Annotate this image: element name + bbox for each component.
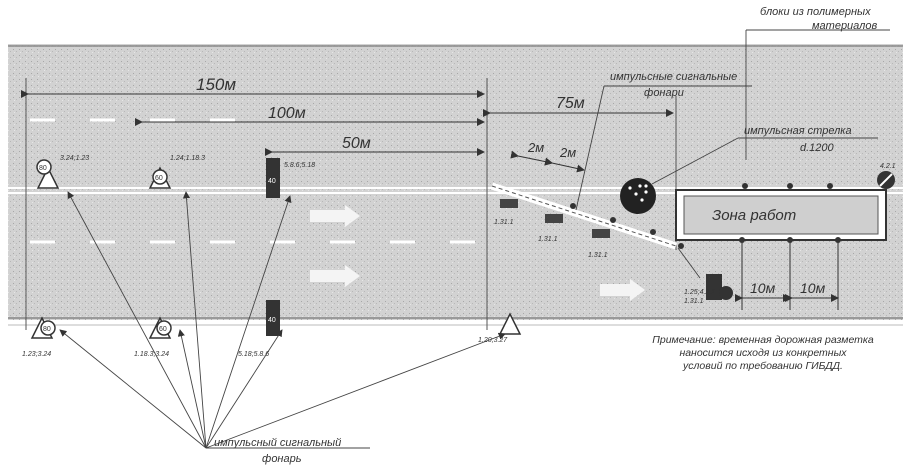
dimension-lines xyxy=(21,90,839,310)
svg-text:1.18.3;3.24: 1.18.3;3.24 xyxy=(134,351,169,358)
road-surface xyxy=(8,44,903,320)
svg-text:1.20;3.27: 1.20;3.27 xyxy=(478,337,508,344)
dim-10a: 10м xyxy=(750,280,776,296)
blocks-label-1: блоки из полимерных xyxy=(760,6,871,18)
sign-group-top-2: 60 1.24;1.18.3 xyxy=(148,155,205,189)
svg-text:5.18;5.8.6: 5.18;5.8.6 xyxy=(238,351,269,358)
svg-text:40: 40 xyxy=(268,178,276,185)
impulse-lamps-label-2: фонари xyxy=(644,87,684,99)
taper-barrier xyxy=(490,182,678,250)
impulse-arrow-label-1: импульсная стрелка xyxy=(744,125,852,137)
dim-10b: 10м xyxy=(800,280,826,296)
work-zone xyxy=(683,195,879,235)
svg-text:80: 80 xyxy=(39,165,47,172)
sign-group-bottom-2: 60 1.18.3;3.24 xyxy=(134,316,172,358)
sign-code-mid-left: 1.31.1 xyxy=(494,219,514,226)
svg-text:40: 40 xyxy=(268,317,276,324)
dim-2a: 2м xyxy=(527,140,544,155)
blocks-label-2: материалов xyxy=(812,20,877,32)
leader-impulse-arrow xyxy=(651,137,739,185)
traffic-arrows xyxy=(310,205,645,301)
note-block: Примечание: временная дорожная разметка … xyxy=(618,334,907,373)
svg-text:80: 80 xyxy=(43,326,51,333)
sign-code-right: 4.2.1 xyxy=(880,163,896,170)
sign-code-bottom-right2: 1.31.1 xyxy=(684,298,704,305)
impulse-lamps-label-1: импульсные сигнальные xyxy=(610,71,737,83)
impulse-arrow-label-2: d.1200 xyxy=(800,142,835,154)
dim-50: 50м xyxy=(342,135,371,152)
note-line-2: наносится исходя из конкретных xyxy=(679,347,847,359)
work-zone-lamps xyxy=(678,183,841,249)
svg-text:5.8.6;5.18: 5.8.6;5.18 xyxy=(284,162,315,169)
chevron-sign-bottom xyxy=(706,274,722,300)
dim-2b: 2м xyxy=(559,145,576,160)
impulse-arrow-dots xyxy=(628,184,648,202)
keep-right-sign-bottom xyxy=(719,286,733,300)
sign-group-bottom-4: 1.20;3.27 xyxy=(478,312,522,344)
sign-group-top-3: 40 5.8.6;5.18 xyxy=(266,158,315,198)
leader-bottom-lamp xyxy=(677,247,701,279)
leader-lines-lamps xyxy=(59,191,506,449)
note-line-1: Примечание: временная дорожная разметка xyxy=(652,334,874,346)
svg-text:1.24;1.18.3: 1.24;1.18.3 xyxy=(170,155,205,162)
lane-dashes-top xyxy=(30,118,475,244)
work-zone-label: Зона работ xyxy=(712,207,796,224)
sign-code-mid-2: 1.31.1 xyxy=(538,236,558,243)
sign-group-bottom-1: 80 1.23;3.24 xyxy=(22,316,56,358)
svg-text:1.23;3.24: 1.23;3.24 xyxy=(22,351,51,358)
dim-150: 150м xyxy=(196,75,236,94)
note-line-3: условий по требованию ГИБДД. xyxy=(683,360,843,372)
svg-text:60: 60 xyxy=(159,326,167,333)
svg-text:3.24;1.23: 3.24;1.23 xyxy=(60,155,89,162)
sign-code-mid-3: 1.31.1 xyxy=(588,252,608,259)
leader-impulse-lamps xyxy=(575,85,605,211)
dim-75: 75м xyxy=(556,95,585,112)
sign-code-bottom-right: 1.25;4.2.1 xyxy=(684,289,715,296)
svg-text:60: 60 xyxy=(155,175,163,182)
sign-group-top-1: 80 3.24;1.23 xyxy=(36,155,89,189)
impulse-lamp-label-2: фонарь xyxy=(262,453,302,465)
sign-group-bottom-3: 40 5.18;5.8.6 xyxy=(238,300,280,358)
impulse-arrow-sign xyxy=(620,178,656,214)
dim-100: 100м xyxy=(268,105,306,122)
impulse-lamp-label-1: импульсный сигнальный xyxy=(214,437,341,449)
